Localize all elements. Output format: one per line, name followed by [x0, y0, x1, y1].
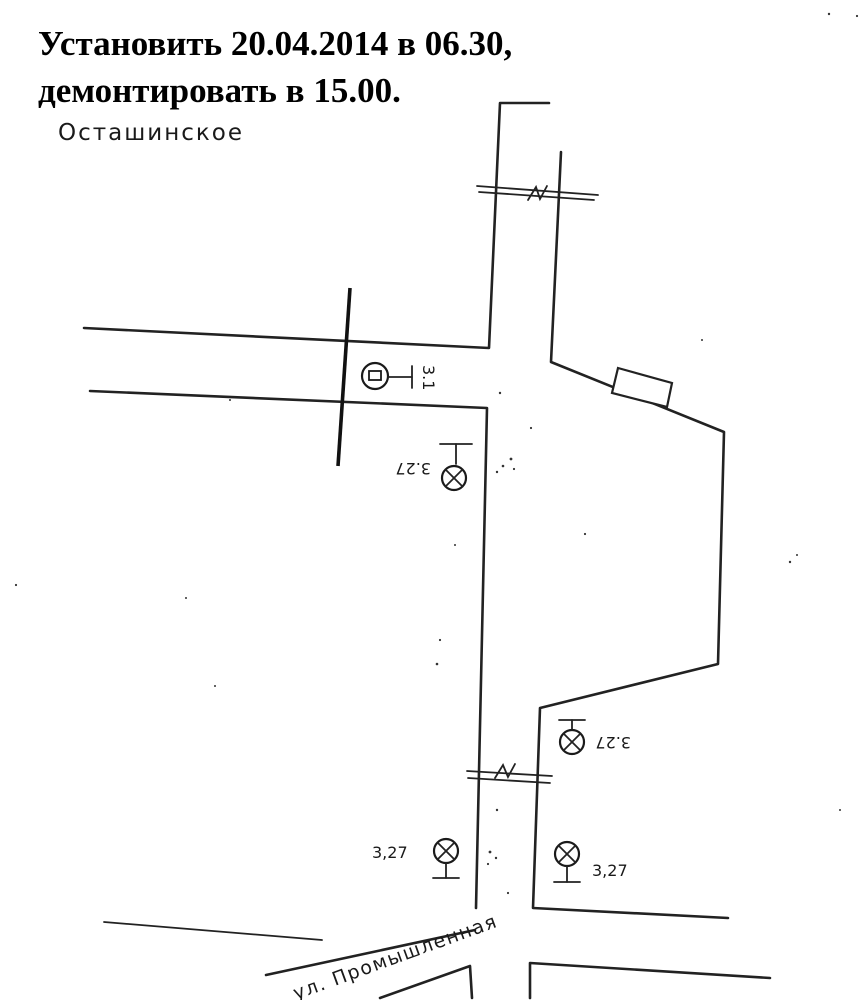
road-edge-upper-left	[82, 101, 551, 350]
road-edge-bottom-left-stub	[103, 921, 323, 941]
sign-no-stopping-bottom-left: 3,27	[372, 837, 460, 879]
road-edge-bottom-street-block	[378, 964, 474, 1000]
sign-code-label: 3.1	[419, 365, 438, 390]
building-rectangle	[610, 366, 674, 409]
road-edge-upper-right	[531, 150, 730, 920]
break-zigzag-upper	[527, 184, 548, 202]
sign-no-stopping-mid-right: 3.27	[558, 719, 631, 756]
road-edge-bottom-right-block	[528, 961, 772, 1000]
break-zigzag-lower	[494, 763, 516, 780]
sign-code-label: 3,27	[372, 843, 408, 862]
sign-no-entry-3-1: 3.1	[360, 361, 438, 391]
street-label: ул. Промышленная	[290, 910, 500, 1000]
instruction-line-2: демонтировать в 15.00.	[38, 71, 401, 110]
scan-specks	[14, 12, 859, 895]
road-edge-lower-left	[88, 389, 489, 910]
no-stopping-icon	[440, 464, 468, 492]
no-entry-icon	[360, 361, 390, 391]
sign-code-label: 3,27	[592, 861, 628, 880]
sign-no-stopping-bottom-right: 3,27	[553, 840, 628, 883]
sign-code-label: 3.27	[395, 459, 431, 478]
instruction-line-1: Установить 20.04.2014 в 06.30,	[38, 24, 513, 63]
place-label: Осташинское	[58, 120, 244, 146]
closure-barrier-line	[336, 287, 352, 467]
sign-no-stopping-top: 3.27	[395, 443, 473, 492]
sign-code-label: 3.27	[595, 733, 631, 752]
no-stopping-icon	[558, 728, 586, 756]
road-edge-bottom-street-north	[264, 928, 477, 977]
